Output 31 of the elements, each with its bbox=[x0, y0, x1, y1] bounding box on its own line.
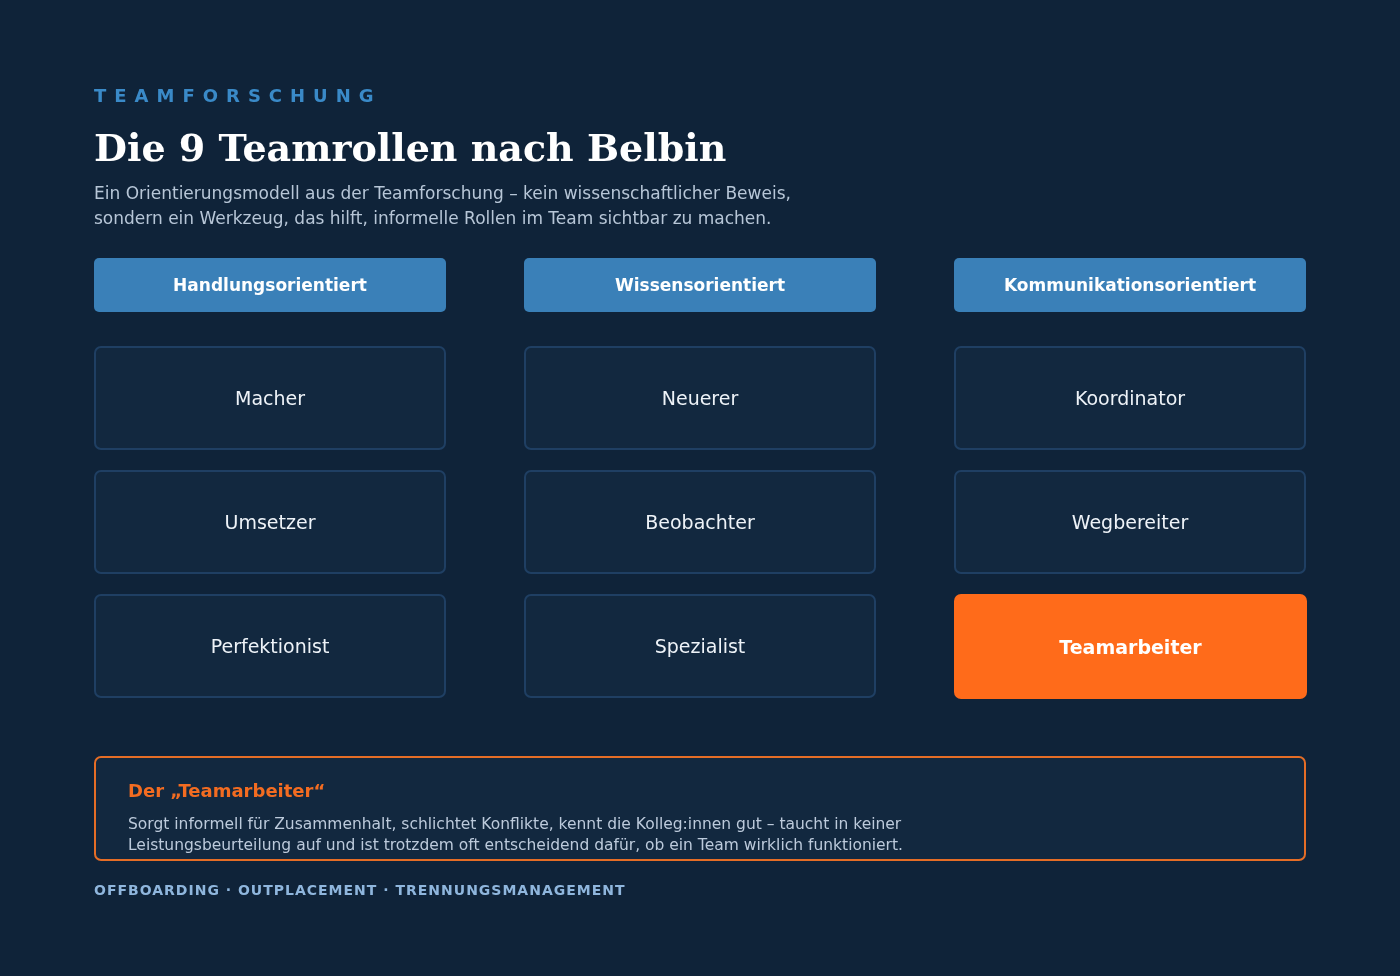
diagram-title: Die 9 Teamrollen nach Belbin bbox=[94, 125, 727, 171]
role-card bbox=[94, 470, 446, 574]
category-header bbox=[954, 258, 1306, 312]
highlighted-role-card bbox=[954, 594, 1307, 699]
role-card bbox=[94, 346, 446, 450]
subtitle-text: Ein Orientierungsmodell aus der Teamforschung – kein wissenschaftlicher Beweis, sondern ein Werkzeug, das hilft, informelle Rollen im Team sichtbar zu machen. bbox=[94, 182, 792, 230]
category-label: Kommunikationsorientiert bbox=[1003, 275, 1257, 295]
role-name: Macher bbox=[235, 387, 305, 409]
role-name: Koordinator bbox=[1074, 387, 1186, 409]
role-card bbox=[954, 470, 1306, 574]
section-kicker: TEAMFORSCHUNG bbox=[94, 85, 382, 107]
footer-tagline: OFFBOARDING · OUTPLACEMENT · TRENNUNGSMANAGEMENT bbox=[94, 881, 626, 899]
role-name: Neuerer bbox=[661, 387, 739, 409]
role-card bbox=[94, 594, 446, 698]
category-label: Wissensorientiert bbox=[614, 275, 786, 295]
category-label: Handlungsorientiert bbox=[173, 275, 367, 295]
panel-heading: Der „Teamarbeiter“ bbox=[128, 780, 326, 802]
category-header bbox=[524, 258, 876, 312]
role-name: Umsetzer bbox=[224, 511, 316, 533]
role-name: Teamarbeiter bbox=[1059, 635, 1202, 658]
role-card bbox=[954, 346, 1306, 450]
role-card bbox=[524, 470, 876, 574]
role-card bbox=[524, 594, 876, 698]
role-name: Wegbereiter bbox=[1071, 511, 1189, 533]
panel-text: Sorgt informell für Zusammenhalt, schlichtet Konflikte, kennt die Kolleg:innen gut – taucht in keiner Leistungsbeurteilung auf und ist trotzdem oft entscheidend dafür, ob ein Team wirklich funktioniert. bbox=[128, 814, 904, 856]
category-header bbox=[94, 258, 446, 312]
role-name: Spezialist bbox=[654, 635, 746, 657]
role-card bbox=[524, 346, 876, 450]
role-name: Beobachter bbox=[645, 511, 755, 533]
role-name: Perfektionist bbox=[210, 635, 330, 657]
info-panel bbox=[94, 756, 1306, 861]
